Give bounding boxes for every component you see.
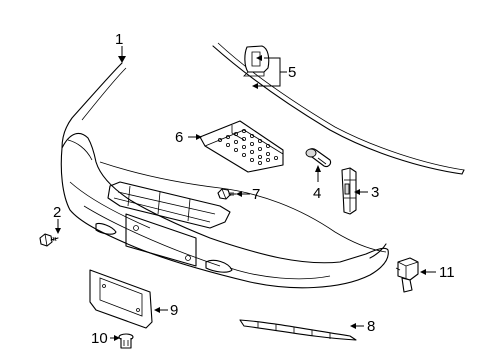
clip	[305, 148, 332, 168]
callout-10: 10	[91, 330, 108, 347]
callout-9: 9	[170, 302, 178, 319]
step-pad	[199, 120, 284, 173]
callout-7: 7	[252, 186, 260, 203]
upper-retainer-clip	[243, 45, 270, 77]
callout-5: 5	[288, 64, 296, 81]
step-pad-holes	[217, 128, 278, 165]
sensor	[395, 257, 419, 293]
bumper-cover	[60, 62, 389, 289]
bolt	[39, 233, 59, 247]
callout-8: 8	[367, 318, 375, 335]
callout-4: 4	[313, 185, 321, 202]
callout-1: 1	[115, 31, 123, 48]
push-pin	[118, 333, 134, 349]
screw	[217, 188, 237, 200]
callout-2: 2	[53, 204, 61, 221]
callout-11: 11	[439, 264, 455, 281]
bracket	[341, 167, 357, 215]
callout-labels: 1 2 3 4 5 6 7 8 9 10 11	[53, 31, 455, 347]
callout-3: 3	[371, 184, 379, 201]
leader-lines	[55, 46, 436, 341]
lower-molding	[239, 319, 357, 341]
callout-6: 6	[175, 129, 183, 146]
license-bracket	[89, 269, 153, 329]
